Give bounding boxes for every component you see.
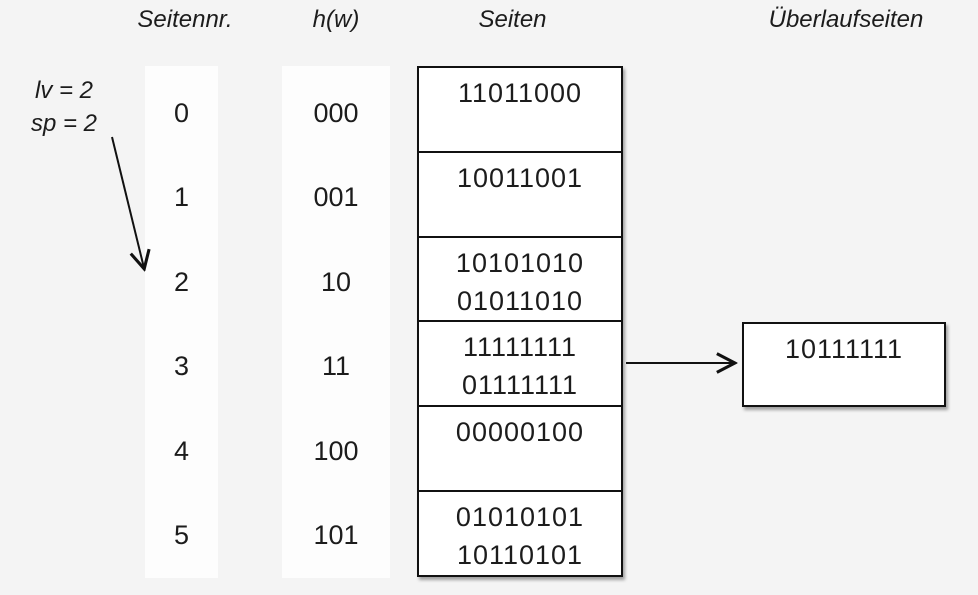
record-value: 11111111 <box>462 332 578 363</box>
annotation-sp: sp = 2 <box>30 110 98 137</box>
hw-label: 100 <box>313 435 359 466</box>
overflow-page-box: 10111111 <box>742 322 946 407</box>
seiten-table: 11011000 10011001 10101010 01011010 1111… <box>417 66 623 577</box>
hw-label: 001 <box>313 182 359 213</box>
seiten-cell-0: 11011000 <box>419 68 621 153</box>
seiten-cell-5: 01010101 10110101 <box>419 492 621 575</box>
seitennr-label: 4 <box>173 435 190 466</box>
record-value: 01111111 <box>461 370 579 401</box>
hw-label: 11 <box>321 351 351 382</box>
seitennr-label: 5 <box>173 520 190 551</box>
hw-label: 101 <box>313 520 359 551</box>
seitennr-label: 0 <box>173 97 190 128</box>
annotation-lv-sp: lv = 2 sp = 2 <box>14 74 114 140</box>
seitennr-label: 2 <box>173 266 190 297</box>
seiten-cell-3: 11111111 01111111 <box>419 322 621 408</box>
seiten-cell-2: 10101010 01011010 <box>419 238 621 323</box>
record-value: 10011001 <box>456 162 584 193</box>
arrow-annotation-to-row-2 <box>111 136 144 268</box>
record-value: 01010101 <box>455 502 585 533</box>
record-value: 01011010 <box>456 285 584 316</box>
record-value: 00000100 <box>455 417 585 448</box>
seiten-cell-4: 00000100 <box>419 407 621 493</box>
header-seiten: Seiten <box>478 6 547 33</box>
seitennr-column: 0 1 2 3 4 5 <box>145 66 218 578</box>
annotation-lv: lv = 2 <box>34 77 94 104</box>
record-value: 10101010 <box>455 247 585 278</box>
hw-label: 10 <box>320 266 352 297</box>
header-hw: h(w) <box>312 6 360 33</box>
overflow-record-value: 10111111 <box>784 334 904 364</box>
record-value: 10110101 <box>456 540 584 571</box>
seitennr-label: 3 <box>173 351 190 382</box>
hw-label: 000 <box>313 97 359 128</box>
hw-column: 000 001 10 11 100 101 <box>282 66 390 578</box>
record-value: 11011000 <box>457 78 583 108</box>
seitennr-label: 1 <box>173 182 190 213</box>
header-seitennr: Seitennr. <box>137 6 233 33</box>
seiten-cell-1: 10011001 <box>419 153 621 238</box>
header-ueberlaufseiten: Überlaufseiten <box>768 6 924 33</box>
